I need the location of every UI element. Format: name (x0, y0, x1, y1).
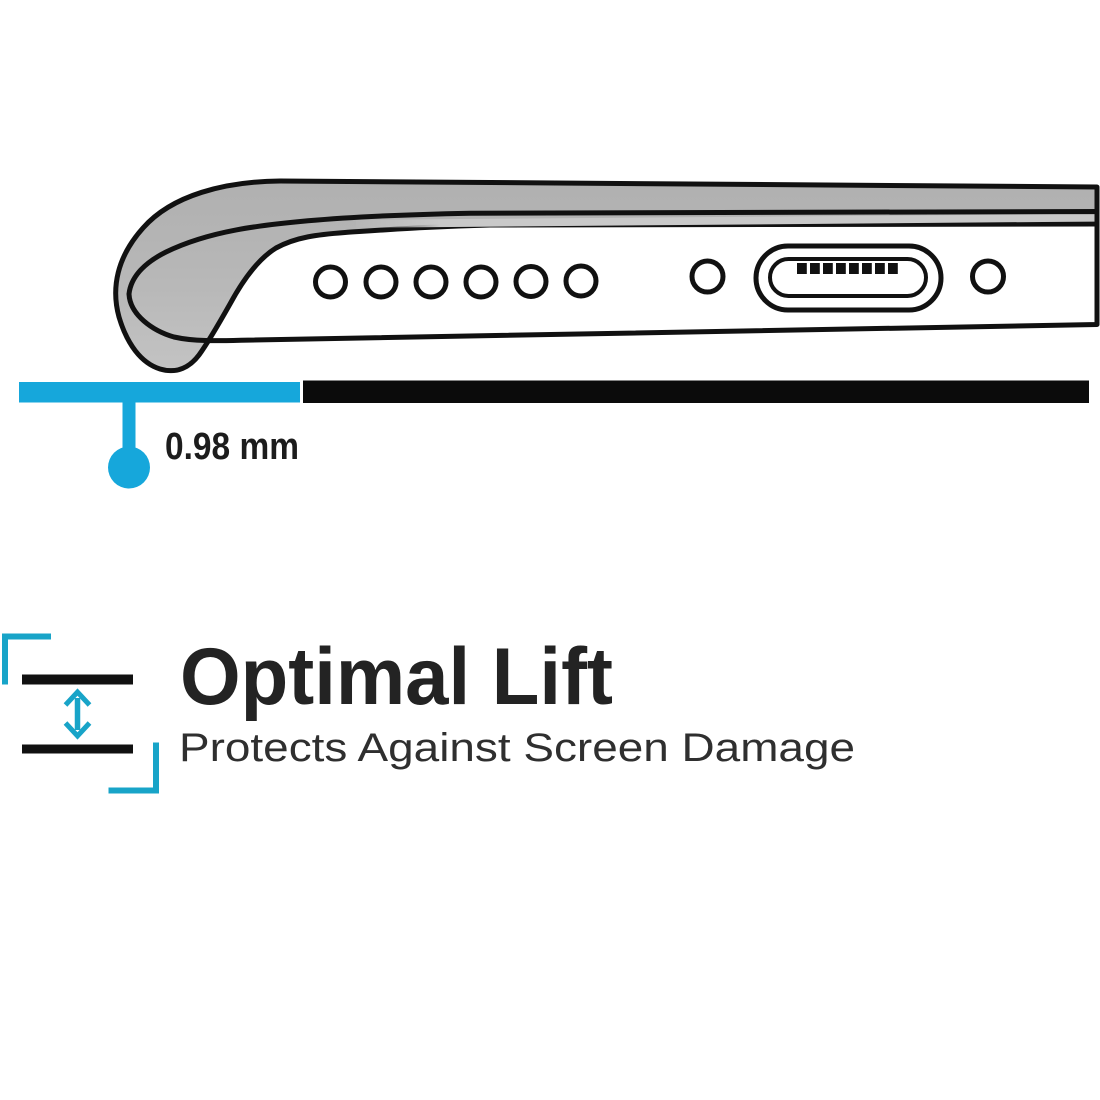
svg-text:0.98 mm: 0.98 mm (165, 426, 299, 468)
svg-text:Optimal Lift: Optimal Lift (180, 632, 613, 722)
svg-text:Protects Against Screen Damage: Protects Against Screen Damage (179, 726, 855, 770)
